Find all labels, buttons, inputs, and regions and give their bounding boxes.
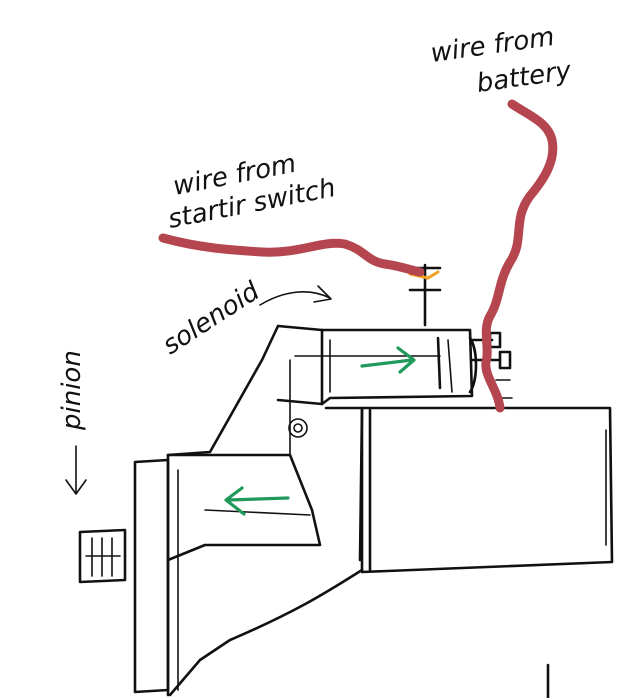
- solenoid-plunger-arrow: [360, 346, 416, 374]
- label-wire-from-starter-switch: wire from startir switch: [166, 149, 338, 235]
- solenoid-pointer-arrow: [259, 285, 332, 306]
- mounting-bolt: [288, 418, 308, 438]
- label-solenoid: solenoid: [157, 276, 265, 361]
- label-wire-from-battery: wire from battery: [429, 22, 574, 99]
- label-pinion: pinion: [57, 350, 87, 431]
- motor-body: [360, 406, 614, 574]
- switch-terminal: [408, 263, 442, 327]
- pinion-gear: [78, 528, 127, 584]
- label-battery-line2: battery: [475, 56, 574, 99]
- mounting-flange: [133, 458, 170, 694]
- wire-from-battery: [481, 99, 558, 413]
- solenoid-body: [276, 324, 478, 406]
- wire-from-starter-switch: [158, 233, 425, 277]
- pinion-engage-arrow: [224, 486, 290, 516]
- drive-housing: [166, 324, 364, 697]
- pinion-direction-arrow: [65, 445, 87, 495]
